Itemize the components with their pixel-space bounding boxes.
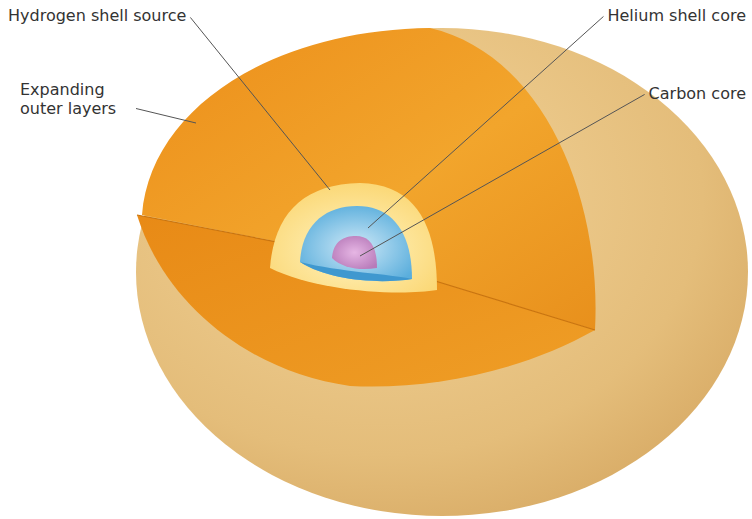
horizontal-cut-plane [137,215,595,387]
leader-line [368,16,603,228]
part-label: Carbon core [649,84,746,103]
part-label: Hydrogen shell source [8,6,186,25]
outer-sphere [136,28,748,516]
carbon-core [332,236,377,269]
leader-line [136,109,196,124]
hydrogen-shell [270,183,437,292]
leader-line [190,17,330,190]
part-label: Helium shell core [607,6,746,25]
part-label: Expanding outer layers [20,80,132,118]
leader-line [360,94,645,256]
helium-shell [300,206,412,281]
